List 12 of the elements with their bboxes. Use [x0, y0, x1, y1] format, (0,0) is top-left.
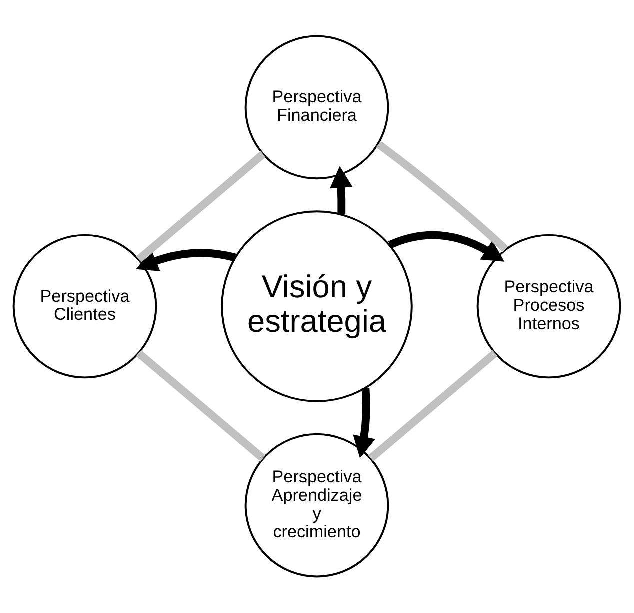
connector: [368, 350, 498, 462]
connector: [376, 141, 508, 252]
node-circle: Perspectiva Clientes: [12, 234, 158, 379]
connector: [136, 151, 266, 263]
node-circle: Visión y estrategia: [221, 210, 413, 402]
arrow: [136, 249, 236, 272]
node-circle: Perspectiva Procesos Internos: [476, 234, 622, 379]
connector: [136, 350, 266, 462]
node-circle: Perspectiva Financiera: [244, 35, 390, 180]
arrow: [330, 166, 353, 215]
arrow: [388, 231, 505, 262]
arrow: [353, 388, 376, 458]
